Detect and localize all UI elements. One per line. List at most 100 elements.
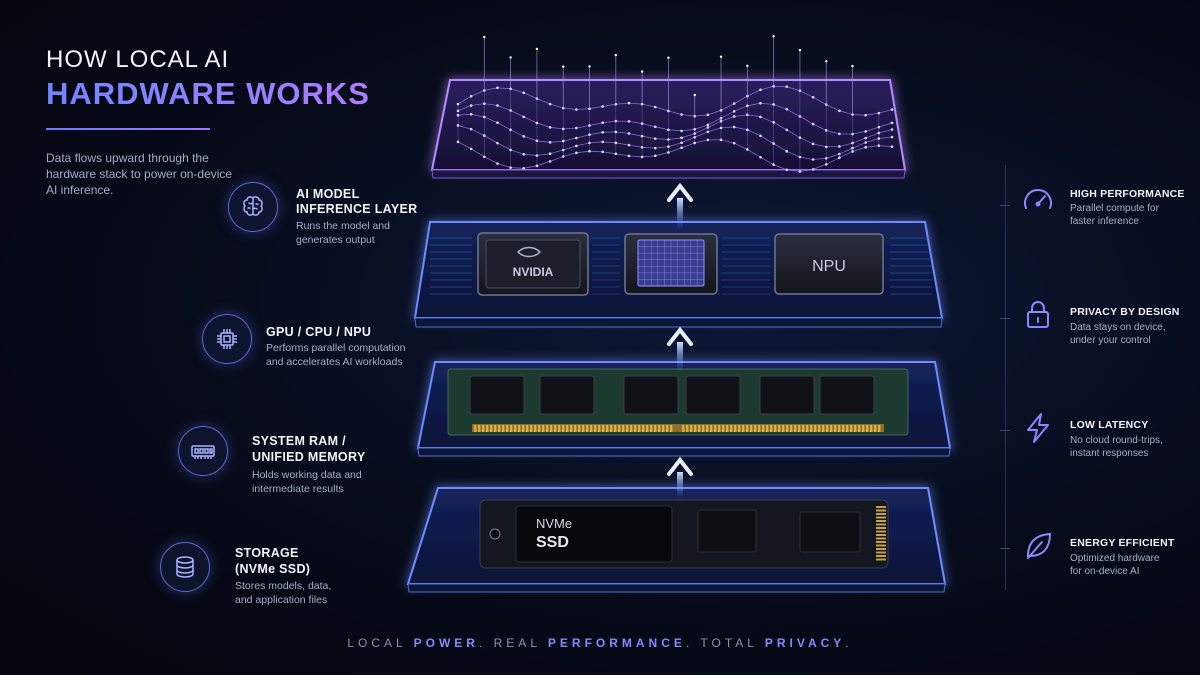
gold-pin	[876, 555, 886, 557]
gold-pin	[726, 425, 729, 432]
ssd-nand-chip	[697, 509, 757, 553]
layer-desc-memory-1: Holds working data and	[252, 469, 362, 481]
mesh-node	[746, 113, 749, 117]
gold-pin	[526, 425, 529, 432]
gold-pin	[510, 425, 513, 432]
mesh-node	[667, 128, 670, 132]
layer-desc-storage-1: Stores models, data,	[235, 580, 332, 592]
benefit-desc-latency-1: No cloud round-trips,	[1070, 435, 1163, 446]
gold-pin	[818, 425, 821, 432]
gold-pin	[578, 425, 581, 432]
gold-pin	[876, 527, 886, 529]
tagline-word: TOTAL	[700, 636, 758, 650]
gold-pin	[782, 425, 785, 432]
gold-pin	[878, 425, 881, 432]
mesh-node	[640, 134, 644, 138]
memory-module-icon	[178, 426, 228, 476]
mesh-node	[469, 112, 473, 116]
ssd-gold-contacts	[876, 506, 886, 561]
mesh-node	[785, 107, 789, 111]
gold-pin	[876, 513, 886, 515]
mesh-node	[838, 132, 841, 136]
gold-pin	[758, 425, 761, 432]
gold-pin	[558, 425, 561, 432]
benefit-desc-performance-2: faster inference	[1070, 216, 1139, 227]
mesh-line	[457, 113, 893, 148]
mesh-node	[746, 104, 749, 108]
gold-pin	[766, 425, 769, 432]
ssd-controller	[515, 505, 673, 563]
gold-pin	[876, 523, 886, 526]
mesh-node	[680, 146, 683, 150]
mesh-node	[469, 104, 473, 107]
intro-text: Data flows upward through the hardware s…	[46, 151, 233, 197]
gold-pin	[682, 425, 685, 432]
gold-pin	[842, 425, 845, 432]
ram-chips	[469, 375, 875, 415]
gold-pin	[634, 425, 637, 432]
mesh-node	[496, 141, 499, 145]
gold-pin	[798, 425, 801, 432]
mesh-node	[811, 142, 815, 146]
mesh-node	[851, 132, 854, 136]
cpu-die-grid	[637, 239, 705, 287]
gold-pin	[876, 544, 886, 547]
leaf-icon	[1026, 532, 1052, 559]
mesh-node	[588, 124, 591, 127]
gold-pin	[530, 425, 533, 432]
npu-label: NPU	[812, 258, 846, 275]
mesh-node	[732, 141, 736, 145]
mesh-node	[706, 113, 710, 117]
ssd-screw-hole	[489, 528, 501, 540]
mesh-node	[535, 164, 539, 168]
mesh-node	[706, 138, 710, 142]
mesh-node	[746, 64, 749, 68]
mesh-node	[509, 166, 512, 169]
gold-pin	[550, 425, 553, 432]
benefit-title-performance: HIGH PERFORMANCE	[1070, 188, 1185, 200]
mesh-node	[706, 123, 710, 127]
gold-pin	[658, 425, 661, 432]
mesh-node	[693, 141, 697, 145]
layer-label-compute: GPU / CPU / NPU	[266, 325, 372, 339]
mesh-node	[496, 121, 499, 125]
layer-label-storage-2: (NVMe SSD)	[235, 562, 311, 576]
tagline: LOCAL POWER. REAL PERFORMANCE. TOTAL PRI…	[0, 636, 1200, 650]
mesh-node	[824, 145, 828, 149]
mesh-node	[575, 136, 578, 140]
mesh-node	[535, 154, 539, 157]
mesh-node	[667, 56, 670, 59]
mesh-node	[798, 136, 802, 140]
brain-icon	[228, 182, 278, 232]
lightning-icon	[1027, 413, 1049, 443]
layer-desc-compute-2: and accelerates AI workloads	[266, 356, 403, 368]
divider-tick	[1000, 318, 1010, 319]
layer-label-inference-2: INFERENCE LAYER	[296, 202, 418, 216]
mesh-node	[483, 115, 486, 119]
mesh-node	[693, 128, 697, 131]
mesh-node	[877, 137, 881, 140]
title-line-2: HARDWARE WORKS	[46, 76, 370, 111]
lock-icon	[1027, 301, 1049, 328]
mesh-node	[877, 131, 881, 135]
mesh-node	[667, 138, 670, 141]
mesh-node	[798, 48, 802, 52]
gold-pin	[706, 425, 709, 432]
mesh-node	[838, 156, 841, 160]
gold-pin	[586, 425, 589, 432]
ssd-label-nvme: NVMe	[536, 516, 572, 531]
mesh-node	[548, 160, 552, 163]
gold-pin	[786, 425, 789, 432]
tagline-dot: .	[845, 636, 853, 650]
mesh-node	[469, 127, 473, 131]
mesh-node	[890, 128, 894, 131]
mesh-node	[575, 144, 578, 148]
mesh-node	[667, 151, 670, 154]
mesh-node	[798, 155, 802, 159]
mesh-node	[535, 47, 539, 51]
mesh-node	[877, 111, 881, 115]
gold-pin	[854, 425, 857, 432]
gold-pin	[534, 425, 537, 432]
mesh-node	[627, 154, 631, 158]
mesh-node	[772, 121, 775, 124]
